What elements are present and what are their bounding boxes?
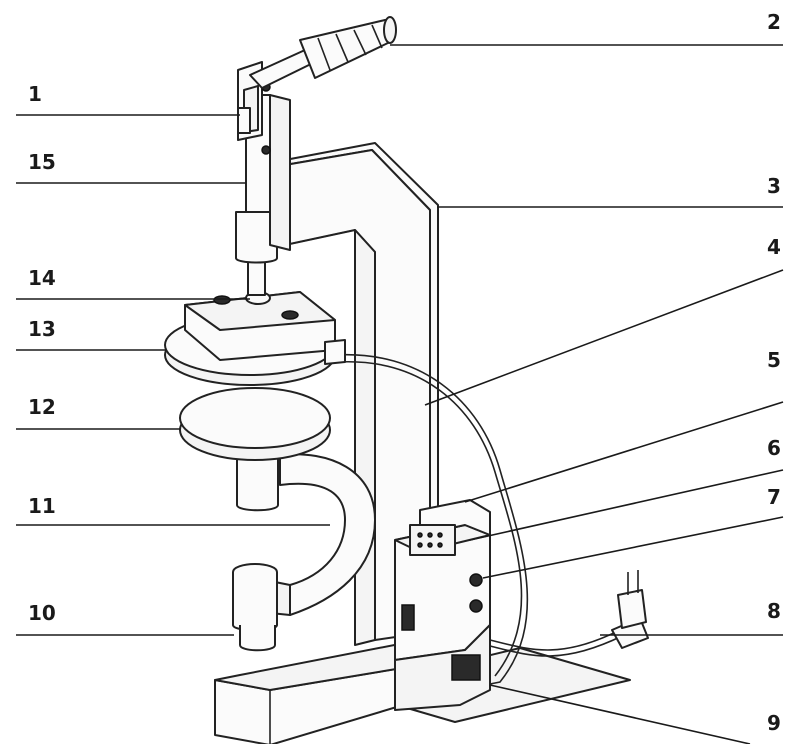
leader-6 — [469, 469, 784, 541]
leader-9 — [489, 684, 751, 744]
cables — [334, 353, 649, 685]
callout-1: 1 — [28, 82, 42, 106]
leader-5 — [464, 401, 784, 503]
leader-lines — [16, 44, 784, 744]
upper-head — [164, 291, 346, 386]
callout-7: 7 — [767, 485, 781, 509]
leader-7 — [482, 516, 784, 579]
control-box — [394, 499, 491, 711]
callout-10: 10 — [28, 601, 56, 625]
callout-11: 11 — [28, 494, 56, 518]
callout-5: 5 — [767, 348, 781, 372]
callout-12: 12 — [28, 395, 56, 419]
lower-platen — [179, 387, 331, 461]
callout-14: 14 — [28, 266, 56, 290]
handle — [249, 16, 397, 89]
callout-8: 8 — [767, 599, 781, 623]
callout-4: 4 — [767, 235, 781, 259]
callout-2: 2 — [767, 10, 781, 34]
callout-6: 6 — [767, 436, 781, 460]
callout-9: 9 — [767, 711, 781, 735]
leader-4 — [424, 269, 784, 406]
ram-column — [235, 94, 291, 296]
callout-13: 13 — [28, 317, 56, 341]
c-bracket — [232, 445, 376, 652]
callout-15: 15 — [28, 150, 56, 174]
base-foot — [214, 639, 421, 744]
callout-3: 3 — [767, 174, 781, 198]
